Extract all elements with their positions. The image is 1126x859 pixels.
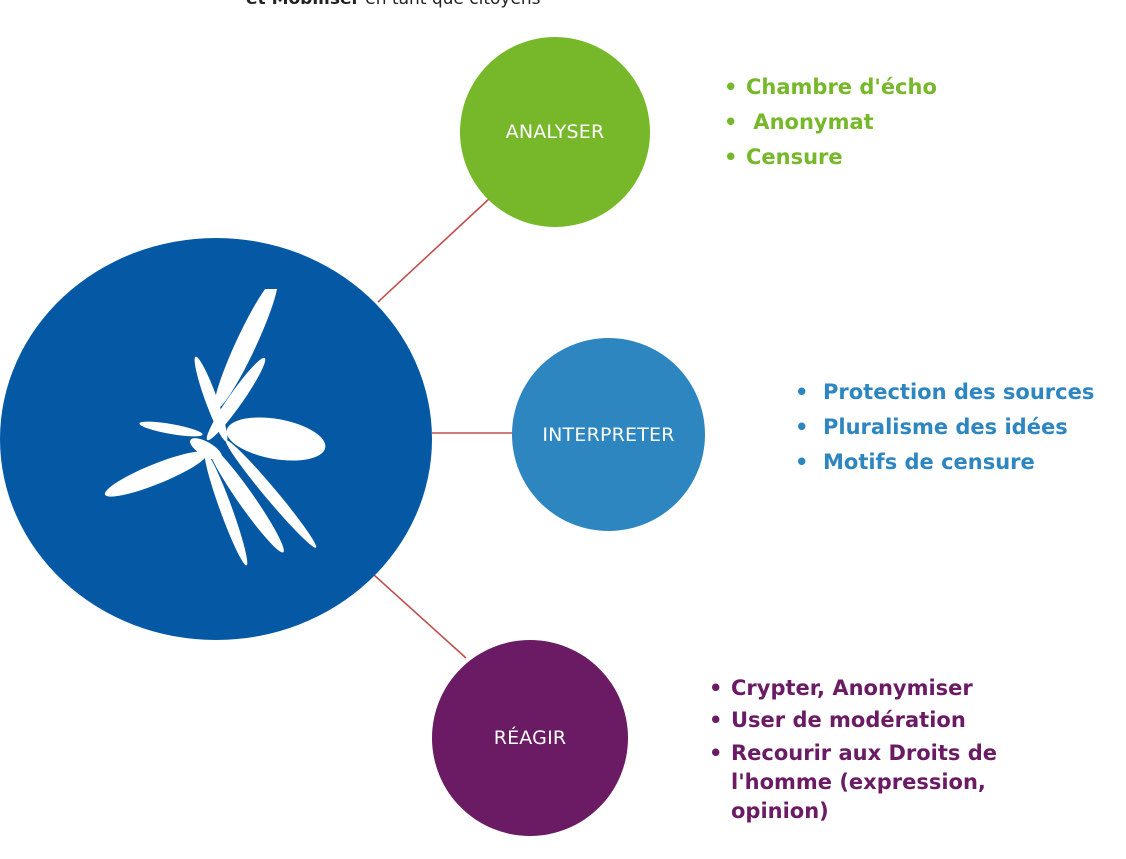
list-item: Censure (724, 140, 937, 175)
analyser-bullet-list: Chambre d'écho Anonymat Censure (724, 70, 937, 175)
analyser-label: ANALYSER (505, 121, 605, 143)
interpreter-label: INTERPRETER (542, 423, 675, 446)
white-petal-logo-icon (104, 289, 326, 566)
interpreter-circle: INTERPRETER (512, 338, 705, 531)
list-item: Motifs de censure (795, 445, 1094, 480)
list-item: Pluralisme des idées (795, 410, 1094, 445)
reagir-label: RÉAGIR (493, 727, 567, 749)
header-bold-text: et Mobiliser (246, 0, 360, 9)
list-item: Crypter, Anonymiser (709, 672, 1051, 704)
list-item: Anonymat (724, 105, 937, 140)
analyser-circle: ANALYSER (460, 37, 650, 227)
connector-reagir (373, 574, 467, 659)
header-text: et Mobiliser en tant que citoyens (246, 0, 541, 9)
list-item: Chambre d'écho (724, 70, 937, 105)
connector-analyser (377, 197, 491, 303)
reagir-circle: RÉAGIR (432, 640, 628, 836)
interpreter-bullet-list: Protection des sources Pluralisme des id… (795, 375, 1094, 480)
header-rest-text: en tant que citoyens (360, 0, 540, 9)
list-item: User de modération (709, 704, 1051, 736)
hub-circle (0, 238, 432, 640)
list-item: Protection des sources (795, 375, 1094, 410)
list-item: Recourir aux Droits de l'homme (expressi… (709, 736, 1051, 826)
reagir-bullet-list: Crypter, Anonymiser User de modération R… (709, 672, 1051, 826)
